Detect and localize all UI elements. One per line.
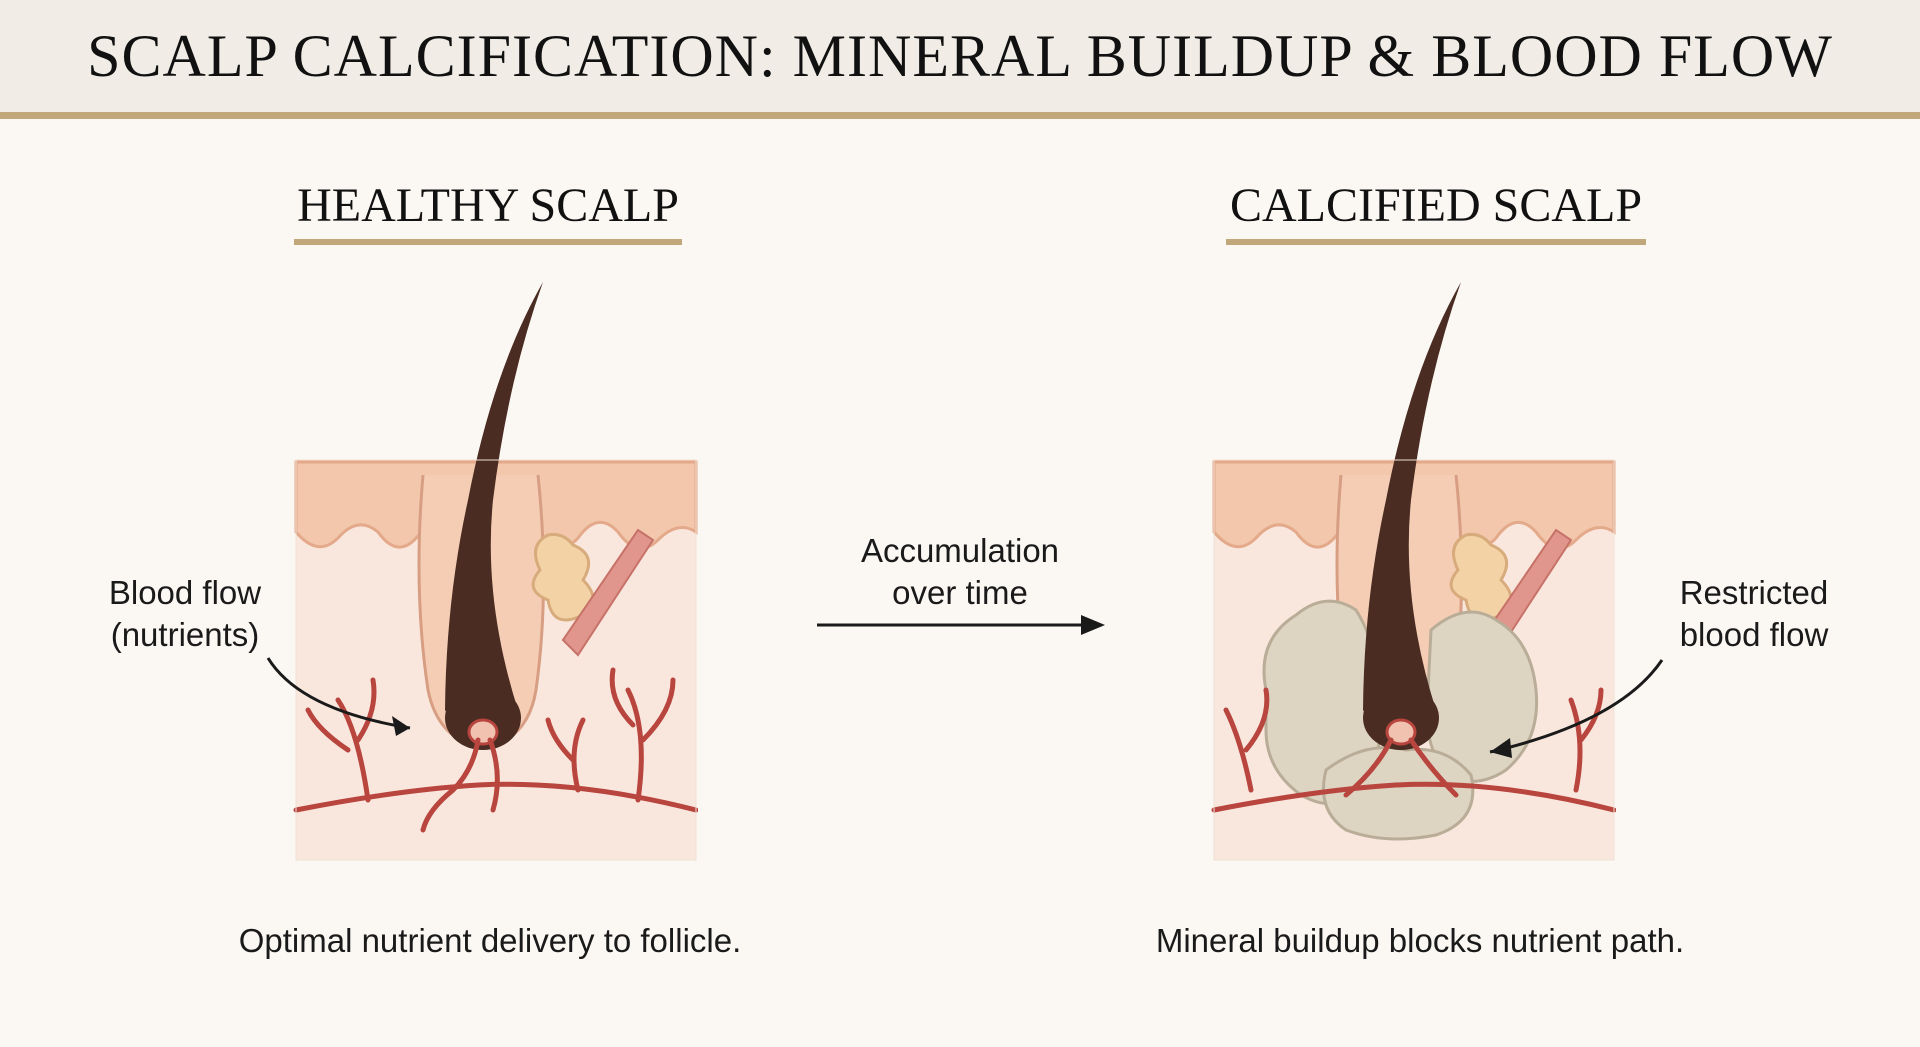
calcified-callout-line2: blood flow [1679, 616, 1829, 653]
arrow-head [392, 716, 410, 736]
blood-vessels [1211, 687, 1616, 813]
scene-frame [1213, 459, 1615, 861]
arrow-head [1081, 615, 1105, 635]
hair-shaft [1363, 282, 1461, 740]
transition-label: Accumulation over time [820, 530, 1100, 614]
hair-bulb [1363, 686, 1439, 750]
healthy-callout: Blood flow (nutrients) [70, 572, 300, 656]
healthy-callout-arrow [266, 657, 411, 736]
calcified-callout-arrow [1489, 659, 1664, 758]
dermal-papilla [1385, 718, 1417, 746]
calcified-scalp-illustration [1211, 282, 1616, 861]
healthy-callout-line1: Blood flow [108, 574, 262, 611]
healthy-callout-line2: (nutrients) [110, 616, 260, 653]
scene-frame [295, 459, 697, 861]
calcified-callout: Restricted blood flow [1634, 572, 1874, 656]
page-title: SCALP CALCIFICATION: MINERAL BUILDUP & B… [87, 23, 1833, 89]
hair-bulb [445, 686, 521, 750]
title-band [0, 0, 1920, 119]
healthy-heading-rule [294, 239, 682, 245]
hair-shaft [445, 282, 543, 740]
calcified-caption: Mineral buildup blocks nutrient path. [1155, 922, 1685, 959]
calcified-heading-rule [1226, 239, 1646, 245]
arrector-pili-muscle [561, 528, 655, 657]
healthy-caption: Optimal nutrient delivery to follicle. [238, 922, 742, 959]
transition-arrow [817, 615, 1105, 635]
transition-line1: Accumulation [860, 532, 1060, 569]
calcified-scalp-heading: CALCIFIED SCALP [1229, 179, 1643, 232]
arrow-head [1490, 738, 1512, 758]
calcified-callout-line1: Restricted [1679, 574, 1829, 611]
transition-line2: over time [892, 574, 1028, 611]
blood-vessels [293, 667, 698, 833]
healthy-scalp-illustration [293, 282, 698, 861]
healthy-scalp-heading: HEALTHY SCALP [297, 179, 679, 232]
